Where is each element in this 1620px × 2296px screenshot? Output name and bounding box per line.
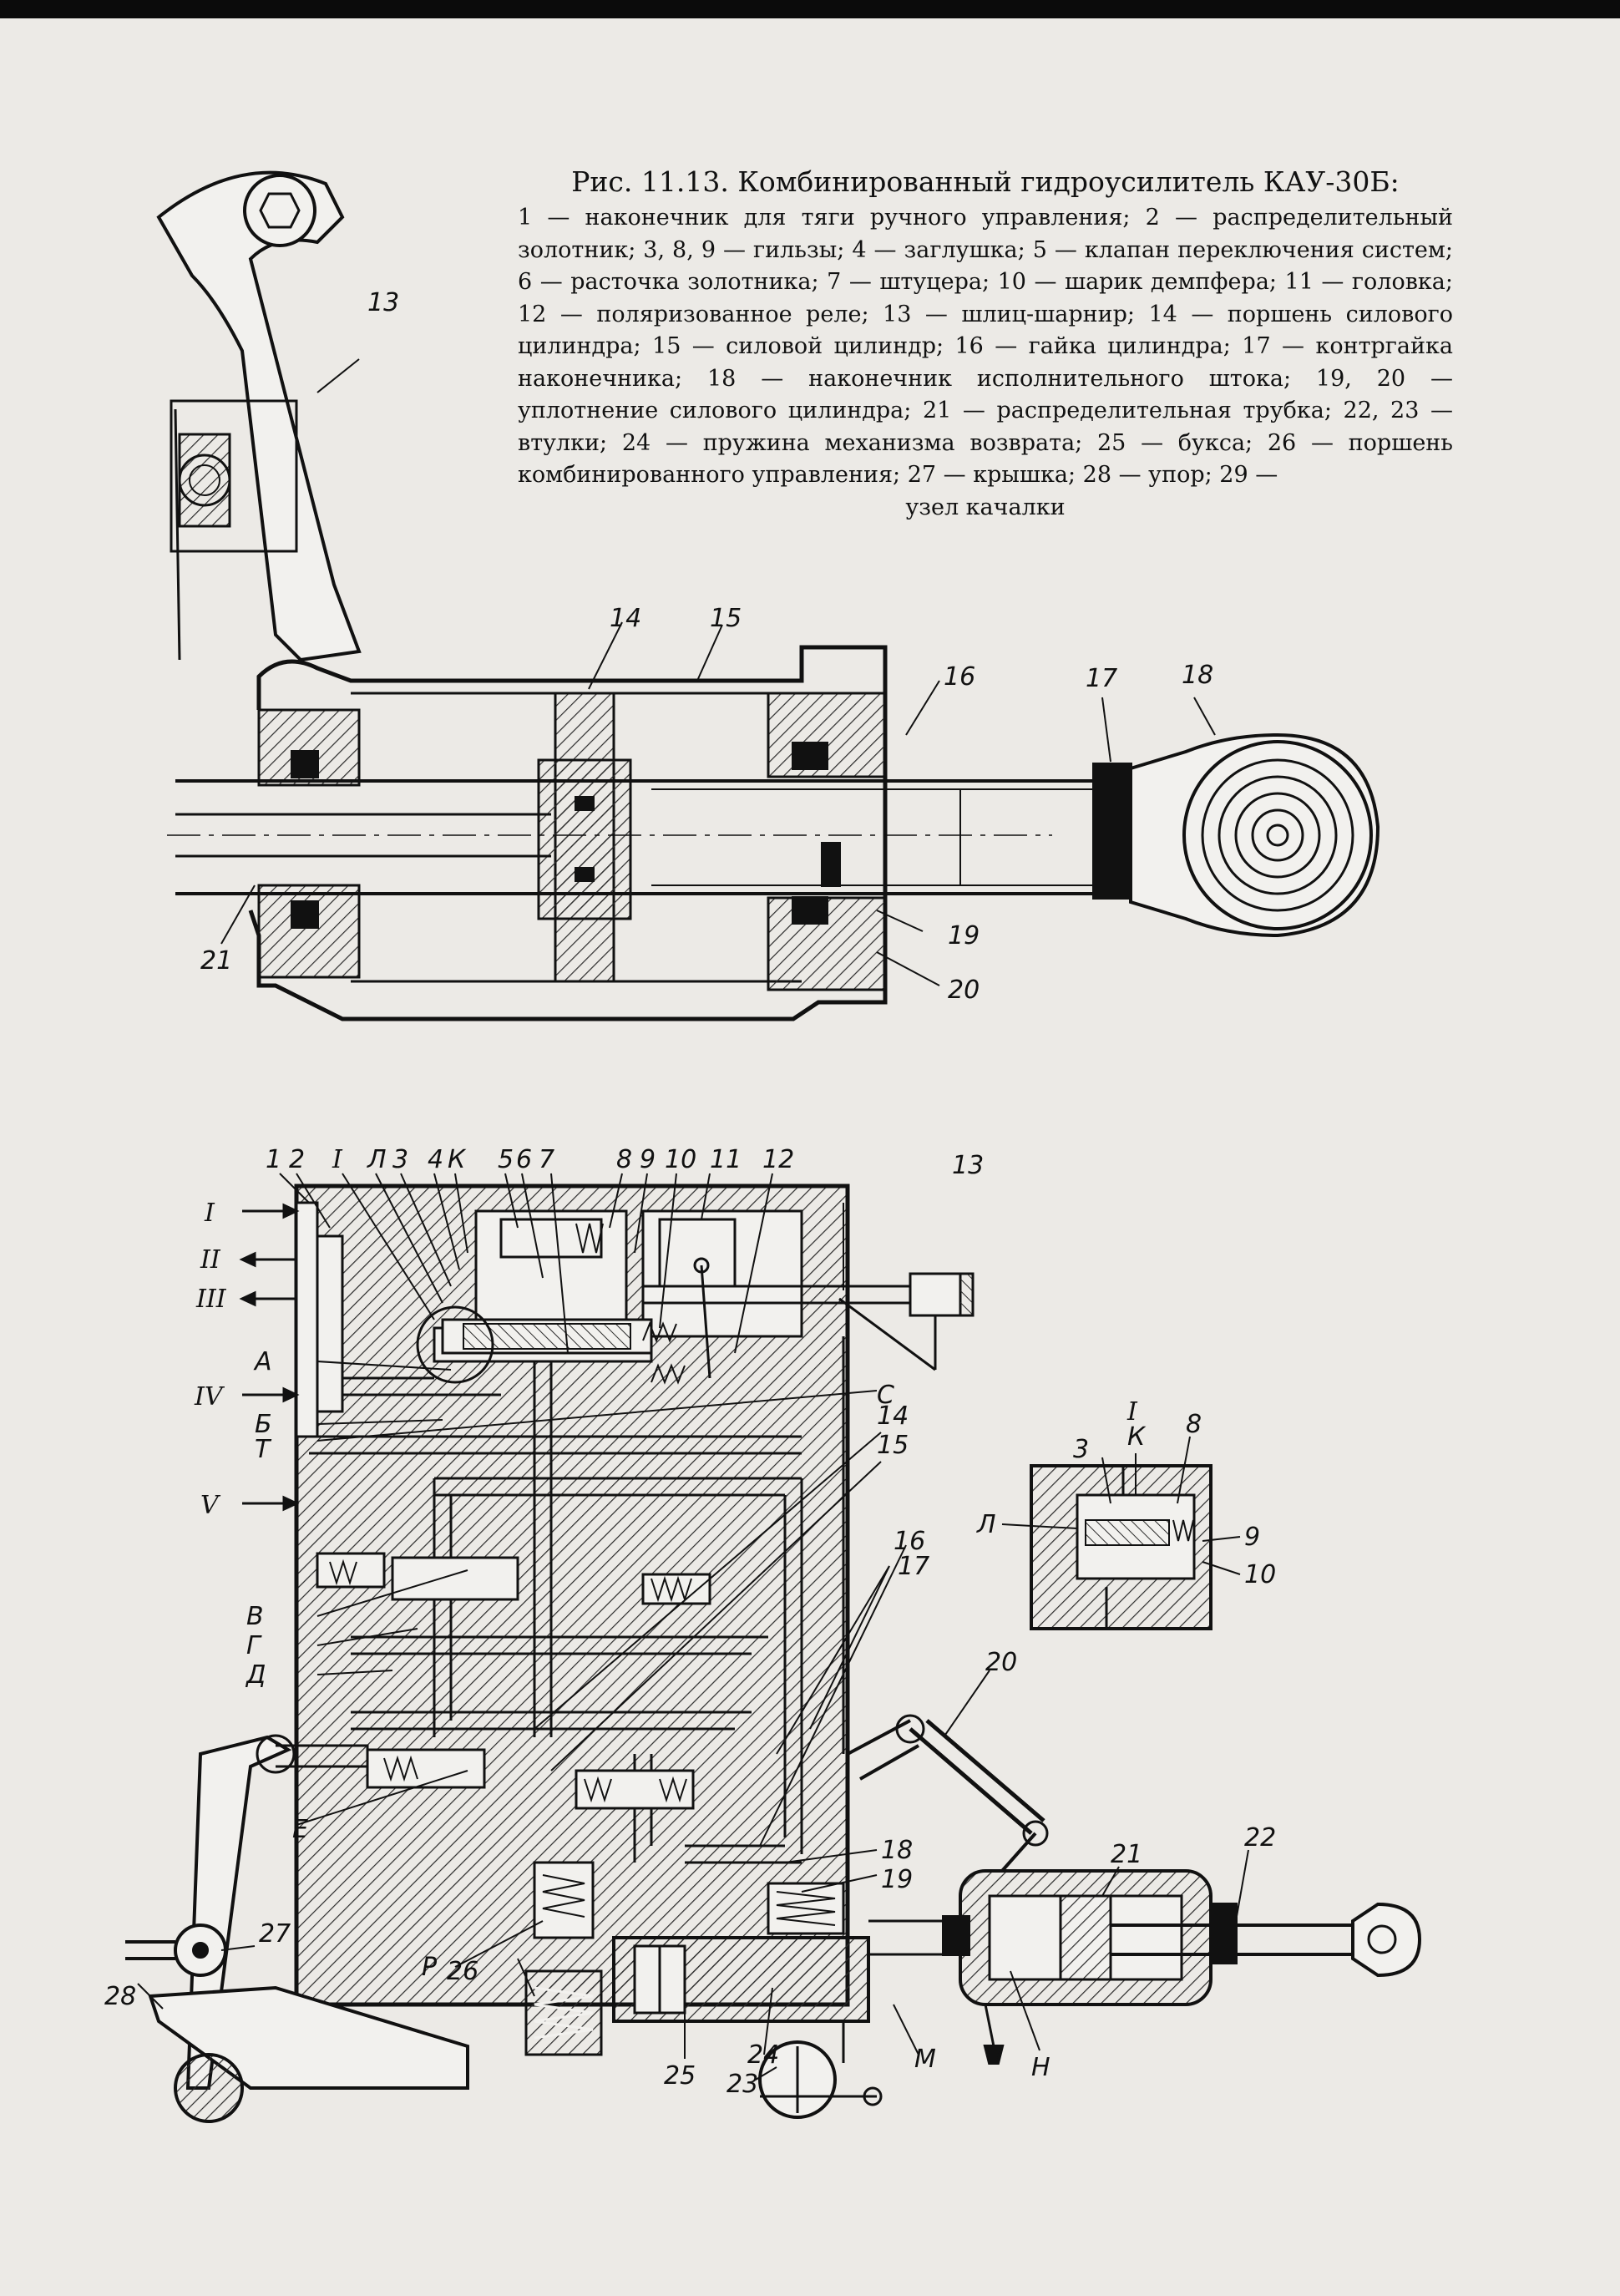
figure-title: Рис. 11.13. Комбинированный гидроусилите… [571, 165, 1400, 198]
label-20: 20 [948, 976, 980, 1005]
label-top-8: 8 [616, 1145, 632, 1174]
label-14: 14 [610, 604, 641, 633]
label-27: 27 [259, 1919, 291, 1949]
lower-schematic-drawing [125, 1183, 1422, 2123]
upper-labels: 13 14 15 16 17 18 19 20 21 [200, 288, 1213, 1005]
inset-label-L: Л [976, 1510, 996, 1539]
label-top-I: I [332, 1145, 343, 1174]
label-21: 21 [200, 946, 232, 976]
label-port-II: II [200, 1245, 221, 1275]
inset-detail-drawing [1030, 1464, 1212, 1630]
inset-label-3: 3 [1073, 1435, 1089, 1464]
label-18: 18 [881, 1836, 913, 1865]
label-top-L: Л [367, 1145, 387, 1174]
label-V: В [246, 1602, 264, 1631]
label-15: 15 [877, 1431, 909, 1460]
label-A: А [253, 1347, 272, 1376]
lower-labels: 1 2 I Л 3 4 К 5 6 7 8 9 10 11 12 13 14 1… [104, 1145, 1276, 2099]
label-16: 16 [894, 1527, 925, 1556]
label-H: Н [1031, 2053, 1050, 2082]
label-15: 15 [710, 604, 742, 633]
label-19: 19 [881, 1865, 913, 1894]
label-25: 25 [664, 2061, 696, 2091]
label-13: 13 [367, 288, 399, 317]
label-port-I: I [204, 1199, 215, 1228]
label-port-V: V [200, 1491, 221, 1520]
inset-label-8: 8 [1186, 1410, 1202, 1439]
label-top-1: 1 [266, 1145, 281, 1174]
label-top-10: 10 [665, 1145, 696, 1174]
label-16: 16 [944, 662, 975, 692]
label-top-9: 9 [640, 1145, 656, 1174]
label-24: 24 [747, 2040, 779, 2070]
label-D: Д [245, 1660, 266, 1690]
label-20: 20 [985, 1648, 1017, 1677]
label-top-12: 12 [762, 1145, 794, 1174]
label-top-2: 2 [289, 1145, 305, 1174]
label-top-6: 6 [516, 1145, 532, 1174]
label-B: Б [255, 1410, 272, 1439]
label-top-7: 7 [539, 1145, 554, 1174]
label-top-3: 3 [392, 1145, 408, 1174]
label-top-4: 4 [428, 1145, 443, 1174]
label-28: 28 [104, 1982, 136, 2011]
lower-leaders [137, 1173, 1249, 2081]
upper-cylinder-drawing [156, 170, 1380, 1021]
label-top-11: 11 [710, 1145, 742, 1174]
label-top-K: К [448, 1145, 467, 1174]
label-port-III: III [195, 1285, 227, 1314]
inset-label-I: I [1126, 1397, 1138, 1427]
label-26: 26 [447, 1957, 478, 1986]
inset-labels: I К 3 8 Л 9 10 [976, 1397, 1276, 1589]
label-E: Е [292, 1815, 308, 1844]
label-T: Т [255, 1435, 272, 1464]
figure-caption: Рис. 11.13. Комбинированный гидроусилите… [518, 164, 1453, 524]
figure-legend: 1 — наконечник для тяги ручного управлен… [518, 205, 1453, 488]
label-23: 23 [726, 2070, 758, 2099]
label-17: 17 [898, 1552, 929, 1581]
label-port-IV: IV [194, 1382, 225, 1412]
label-C: С [877, 1381, 894, 1410]
label-17: 17 [1086, 664, 1117, 693]
label-top-5: 5 [498, 1145, 514, 1174]
label-M: М [914, 2045, 936, 2074]
label-21: 21 [1111, 1840, 1142, 1869]
inset-label-10: 10 [1244, 1560, 1276, 1589]
label-18: 18 [1182, 661, 1213, 690]
scan-top-edge [0, 0, 1620, 18]
label-22: 22 [1244, 1823, 1276, 1853]
figure-legend-tail: узел качалки [905, 494, 1066, 520]
label-G: Г [246, 1631, 262, 1660]
inset-label-K: К [1127, 1422, 1147, 1452]
label-14: 14 [877, 1401, 909, 1431]
label-13: 13 [952, 1151, 984, 1180]
label-19: 19 [948, 921, 980, 950]
inset-label-9: 9 [1244, 1523, 1260, 1552]
label-P: Р [422, 1953, 438, 1982]
